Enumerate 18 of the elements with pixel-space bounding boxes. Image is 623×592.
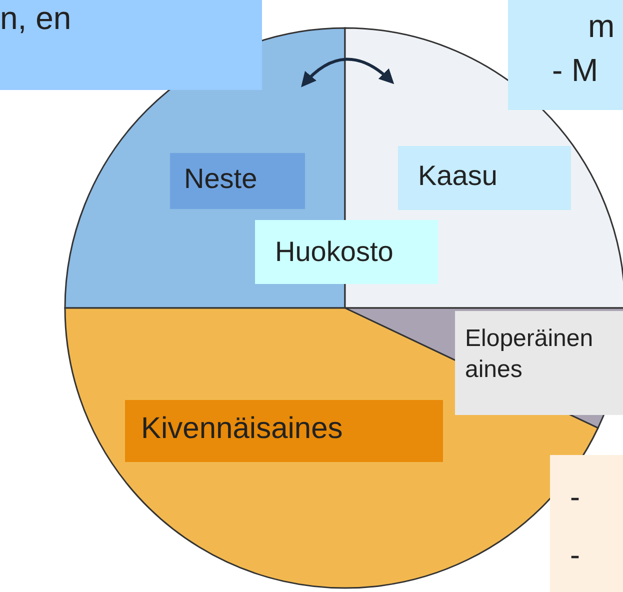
label-box [508,0,623,110]
label-text: Eloperäinen aines [465,324,594,386]
label-text: Kivennäisaines [141,412,343,446]
label-box [125,400,443,462]
label-box [550,455,623,592]
label-box [398,146,571,210]
label-text: m [588,8,615,45]
label-text: Neste [184,163,258,195]
label-text: - M [552,52,598,89]
label-box [0,0,262,90]
label-box [170,153,305,209]
label-text: n, en [0,0,72,37]
label-text: Huokosto [275,236,394,268]
label-text: - [570,539,580,573]
label-text: Kaasu [418,160,498,192]
label-box [255,220,438,284]
label-text: - [570,481,580,515]
label-box [455,311,623,415]
